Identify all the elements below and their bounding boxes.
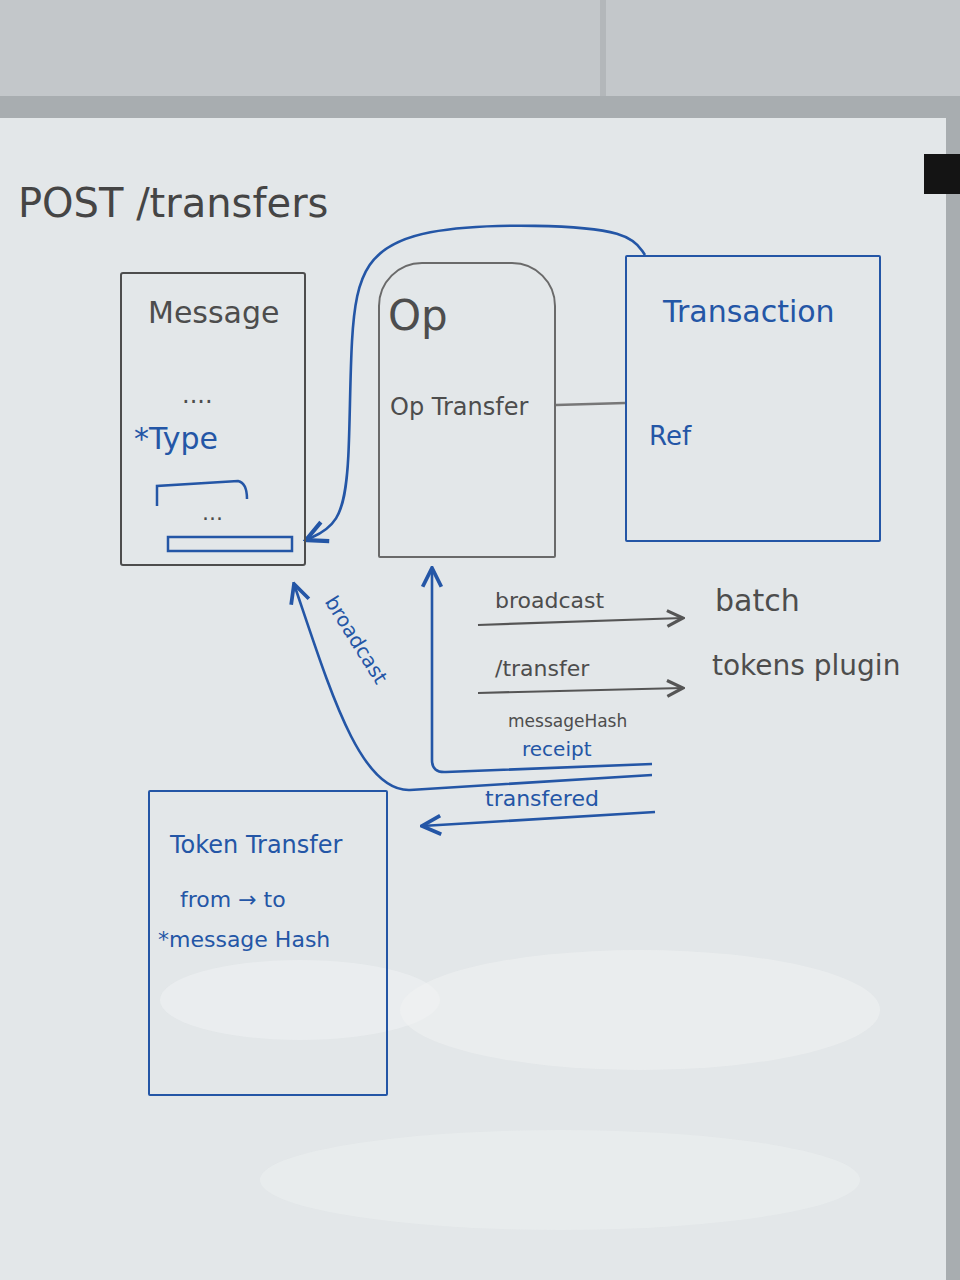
magnet [924, 154, 960, 194]
field-label: messageHash [508, 712, 627, 732]
box-heading: Op [388, 292, 448, 340]
target-name: tokens plugin [712, 650, 900, 682]
board-frame [946, 96, 960, 1280]
receipt-arrow [432, 568, 652, 772]
box-field: .... [182, 382, 213, 410]
box-heading: Message [148, 296, 279, 331]
flow-label: transfered [485, 786, 599, 811]
box-field: *message Hash [158, 927, 330, 952]
board-frame [0, 96, 960, 118]
flow-label: /transfer [495, 656, 589, 681]
flow-label: broadcast [495, 588, 604, 613]
board-title: POST /transfers [18, 180, 328, 226]
field-slot [168, 537, 292, 551]
box-heading: Transaction [663, 295, 835, 330]
erased-smudge [400, 950, 880, 1070]
box-heading: Token Transfer [170, 832, 342, 860]
flow-label: broadcast [320, 592, 392, 688]
box-field: *Type [134, 422, 218, 457]
flow-arrow [478, 688, 683, 693]
box-field: ... [202, 500, 223, 525]
connector [556, 403, 625, 405]
operation-box: Op Op Transfer [378, 262, 556, 558]
flow-label: receipt [522, 738, 591, 761]
token-transfer-box: Token Transfer from → to *message Hash [148, 790, 388, 1096]
flow-arrow [478, 618, 683, 625]
target-name: batch [715, 584, 800, 619]
wall [0, 0, 960, 96]
transaction-box: TransactionRef [625, 255, 881, 542]
box-field: Ref [649, 422, 691, 452]
box-field: from → to [180, 887, 286, 912]
box-field: Op Transfer [390, 394, 528, 422]
wall-seam [600, 0, 606, 96]
erased-smudge [160, 960, 440, 1040]
erased-smudge [260, 1130, 860, 1230]
transferred-arrow [422, 812, 655, 826]
message-box: Message.... *Type... [120, 272, 306, 566]
connector [306, 226, 645, 540]
broadcast-arrow [294, 584, 652, 790]
